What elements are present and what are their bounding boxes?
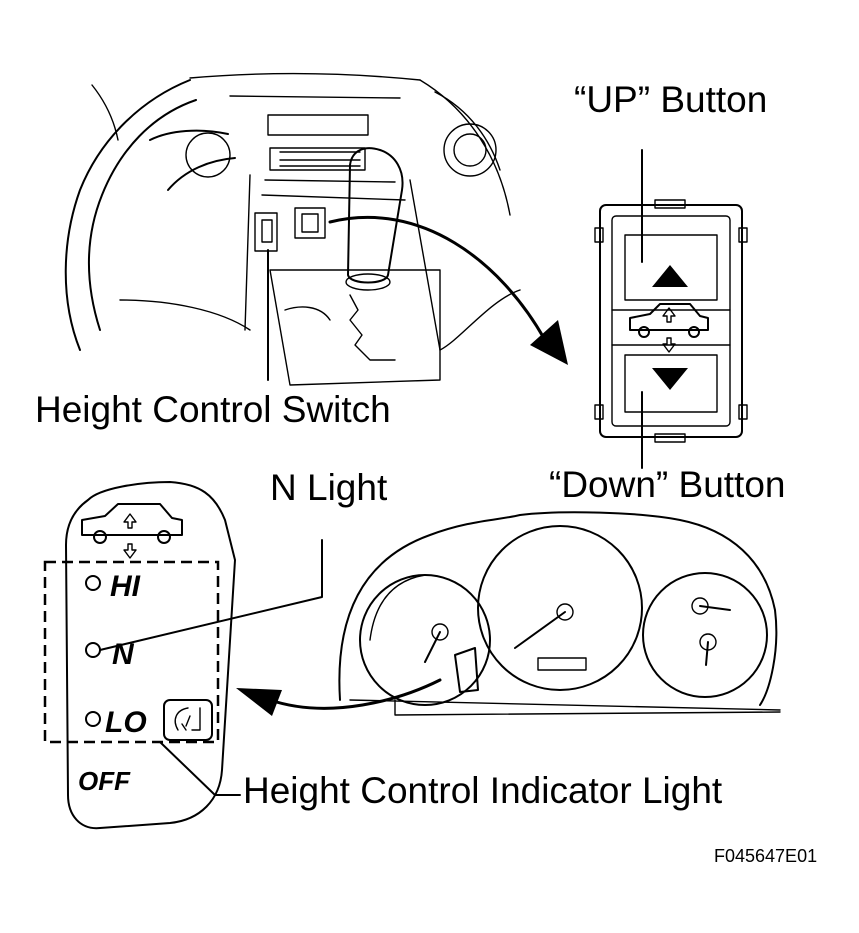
lo-label: LO: [105, 706, 147, 739]
n-light: [85, 642, 101, 658]
label-height-control-indicator-light: Height Control Indicator Light: [243, 770, 723, 811]
indicator-dashed-frame: [43, 560, 220, 744]
lo-light: [85, 711, 101, 727]
triangle-up-icon: [652, 265, 688, 287]
triangle-down-icon: [652, 368, 688, 390]
label-height-control-switch: Height Control Switch: [35, 389, 391, 430]
hi-light: [85, 575, 101, 591]
label-down-button: “Down” Button: [549, 464, 786, 505]
hi-label: HI: [110, 570, 141, 603]
indicator-panel: HI N LO OFF: [43, 481, 323, 830]
height-control-switch-detail: [594, 149, 748, 469]
instrument-cluster: [236, 511, 781, 716]
figure-code: F045647E01: [714, 846, 817, 866]
car-updown-icon: [629, 303, 709, 353]
suspension-icon: [163, 699, 213, 741]
off-label: OFF: [78, 766, 131, 796]
console-illustration: [64, 73, 568, 386]
label-up-button: “UP” Button: [574, 79, 767, 120]
car-updown-icon: [81, 503, 183, 559]
label-n-light: N Light: [270, 467, 388, 508]
